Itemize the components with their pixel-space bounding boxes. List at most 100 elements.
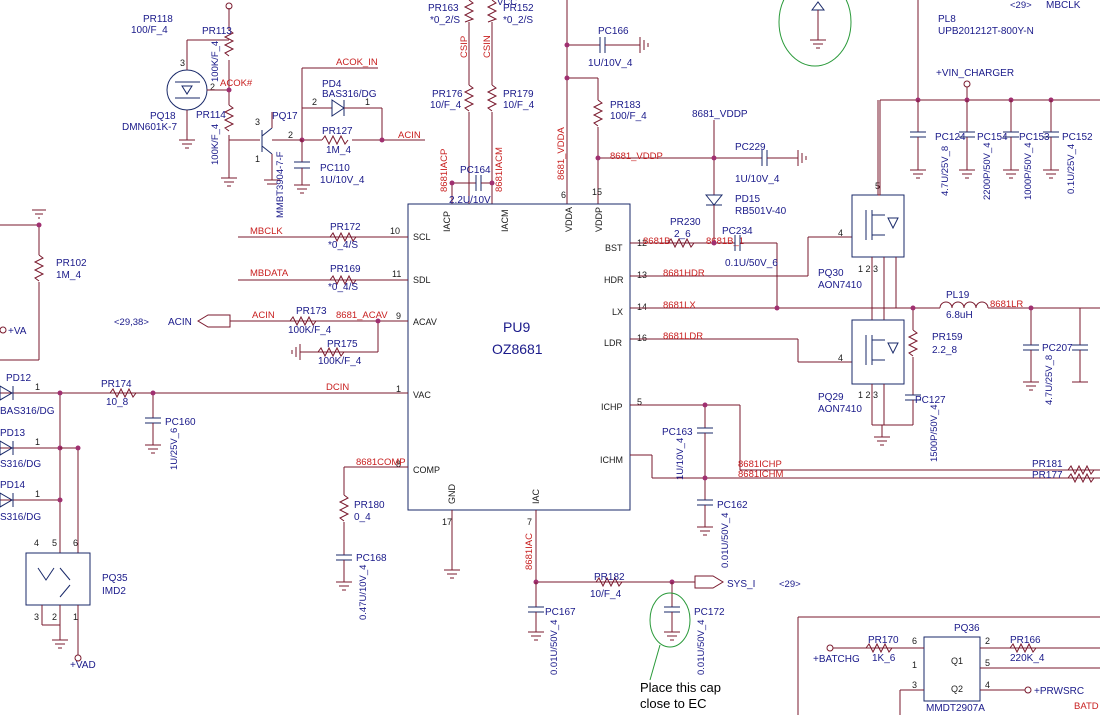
pr118-value: 100/F_4 bbox=[131, 25, 168, 36]
pc172-ref: PC172 bbox=[694, 607, 725, 618]
pc207-value: 4.7U/25V_8 bbox=[1044, 355, 1055, 405]
pin-lx-num: 14 bbox=[637, 302, 647, 312]
net-vin-charger: +VIN_CHARGER bbox=[936, 68, 1014, 79]
pd4-ref: PD4 bbox=[322, 79, 342, 90]
power-stage: 8681B PR230 2_6 8681B_1 PC234 0.1U/50V_6… bbox=[630, 100, 1100, 462]
pr163-ref: PR163 bbox=[428, 3, 459, 14]
pu9-body bbox=[407, 203, 631, 511]
pr183-ref: PR183 bbox=[610, 100, 641, 111]
pr163-value: *0_2/S bbox=[430, 15, 460, 26]
pq29-ref: PQ29 bbox=[818, 392, 844, 403]
pr118-ref: PR118 bbox=[143, 14, 173, 25]
pq35-body bbox=[25, 552, 91, 606]
net-vdda: 8681_VDDA bbox=[556, 127, 567, 180]
pc162-value: 0.01U/50V_4 bbox=[720, 513, 731, 568]
pd15-value: RB501V-40 bbox=[735, 206, 787, 217]
pc164-value: 2.2U/10V bbox=[449, 195, 491, 206]
pd12-pin1: 1 bbox=[35, 382, 40, 392]
pu9-ref: PU9 bbox=[503, 319, 530, 335]
pr176-value: 10/F_4 bbox=[430, 100, 462, 111]
pin-hdr: HDR bbox=[604, 275, 624, 285]
pc167-ref: PC167 bbox=[545, 607, 576, 618]
net-comp: 8681COMP bbox=[356, 457, 406, 468]
pq36-value: MMDT2907A bbox=[926, 703, 985, 714]
pd13-pin1: 1 bbox=[35, 437, 40, 447]
pc153-value: 1000P/50V_4 bbox=[1023, 142, 1034, 200]
pr172-value: *0_4/S bbox=[328, 240, 358, 251]
ref-29-38: <29,38> bbox=[114, 317, 149, 328]
pq36-body bbox=[923, 636, 981, 702]
net-acin2: ACIN bbox=[252, 310, 275, 321]
iac-section: 8681IAC PR182 10/F_4 SYS_I <29> PC167 0.… bbox=[524, 510, 801, 711]
pc162-ref: PC162 bbox=[717, 500, 748, 511]
pr169-value: *0_4/S bbox=[328, 282, 358, 293]
pr170-value: 1K_6 bbox=[872, 653, 896, 664]
pin-iacm: IACM bbox=[500, 210, 510, 233]
net-vcc: VCC bbox=[497, 0, 517, 8]
pq36-pin4: 4 bbox=[985, 680, 990, 690]
pc207-ref: PC207 bbox=[1042, 343, 1073, 354]
pq17-pin2: 2 bbox=[288, 130, 293, 140]
pq36-ref: PQ36 bbox=[954, 623, 980, 634]
pr159-value: 2.2_8 bbox=[932, 345, 957, 356]
pq30-pins: 1 2 3 bbox=[858, 264, 878, 274]
pin-vac-num: 1 bbox=[396, 384, 401, 394]
net-ichm: 8681ICHM bbox=[738, 469, 783, 480]
pin-iacp: IACP bbox=[442, 211, 452, 232]
highlight-circle-tvs bbox=[778, 0, 852, 67]
pl8-ref: PL8 bbox=[938, 14, 956, 25]
acok-section: PR118 100/F_4 PR113 100K/F_4 ACOK# PR114… bbox=[122, 2, 425, 218]
pin-sdl-num: 11 bbox=[392, 269, 401, 279]
pu9-part: OZ8681 bbox=[492, 341, 543, 357]
pq30-body bbox=[851, 194, 905, 258]
pr114-value: 100K/F_4 bbox=[210, 124, 221, 165]
pq29-pin4: 4 bbox=[838, 353, 843, 363]
net-lr: 8681LR bbox=[990, 299, 1023, 310]
pc164-ref: PC164 bbox=[460, 165, 491, 176]
pin-vac: VAC bbox=[413, 390, 431, 400]
pin-iac-num: 7 bbox=[527, 517, 532, 527]
pin-ichp: ICHP bbox=[601, 402, 623, 412]
pc166-value: 1U/10V_4 bbox=[588, 58, 633, 69]
ic-pu9: PU9 OZ8681 SCL SDL ACAV VAC COMP 10 11 9… bbox=[390, 187, 647, 527]
pr230-ref: PR230 bbox=[670, 217, 701, 228]
net-mbclk: MBCLK bbox=[250, 226, 283, 237]
pr180-ref: PR180 bbox=[354, 500, 385, 511]
pr172-ref: PR172 bbox=[330, 222, 361, 233]
pc234-value: 0.1U/50V_6 bbox=[725, 258, 778, 269]
pr182-value: 10/F_4 bbox=[590, 589, 622, 600]
pc166-ref: PC166 bbox=[598, 26, 629, 37]
pr180-value: 0_4 bbox=[354, 512, 371, 523]
pc153-ref: PC153 bbox=[1019, 132, 1050, 143]
net-vad: +VAD bbox=[70, 660, 96, 671]
pin-hdr-num: 13 bbox=[637, 270, 647, 280]
ichp-ichm: 8681ICHP 8681ICHM PC163 1U/10V_4 PC162 0… bbox=[630, 402, 1100, 568]
pd4-value: BAS316/DG bbox=[322, 89, 377, 100]
pc124-ref: PC124 bbox=[935, 132, 966, 143]
pin-sdl: SDL bbox=[413, 275, 431, 285]
pq35-pin6: 6 bbox=[73, 538, 78, 548]
pin-ichp-num: 5 bbox=[637, 397, 642, 407]
pc154-ref: PC154 bbox=[977, 132, 1008, 143]
pq36-pin6: 6 bbox=[912, 636, 917, 646]
pc127-ref: PC127 bbox=[915, 395, 946, 406]
net-iac: 8681IAC bbox=[524, 533, 535, 570]
pd14-ref: PD14 bbox=[0, 480, 25, 491]
net-iacm: 8681IACM bbox=[494, 147, 505, 192]
pr177-ref: PR177 bbox=[1032, 470, 1063, 481]
pr179-ref: PR179 bbox=[503, 89, 534, 100]
net-batchg: +BATCHG bbox=[813, 654, 860, 665]
highlight-circle-pc172 bbox=[649, 592, 691, 648]
pq17-value: MMBT3904-7-F bbox=[275, 151, 286, 218]
pr114-ref: PR114 bbox=[196, 110, 226, 121]
pin-bst: BST bbox=[605, 243, 623, 253]
pr182-ref: PR182 bbox=[594, 572, 625, 583]
pq18-pin3: 3 bbox=[180, 58, 185, 68]
pq30-ref: PQ30 bbox=[818, 268, 844, 279]
pin-vdda-num: 6 bbox=[561, 190, 566, 200]
pc160-value: 1U/25V_6 bbox=[169, 428, 180, 470]
net-iacp: 8681IACP bbox=[439, 149, 450, 192]
pl19-value: 6.8uH bbox=[946, 310, 973, 321]
pc168-value: 0.47U/10V_4 bbox=[358, 565, 369, 620]
